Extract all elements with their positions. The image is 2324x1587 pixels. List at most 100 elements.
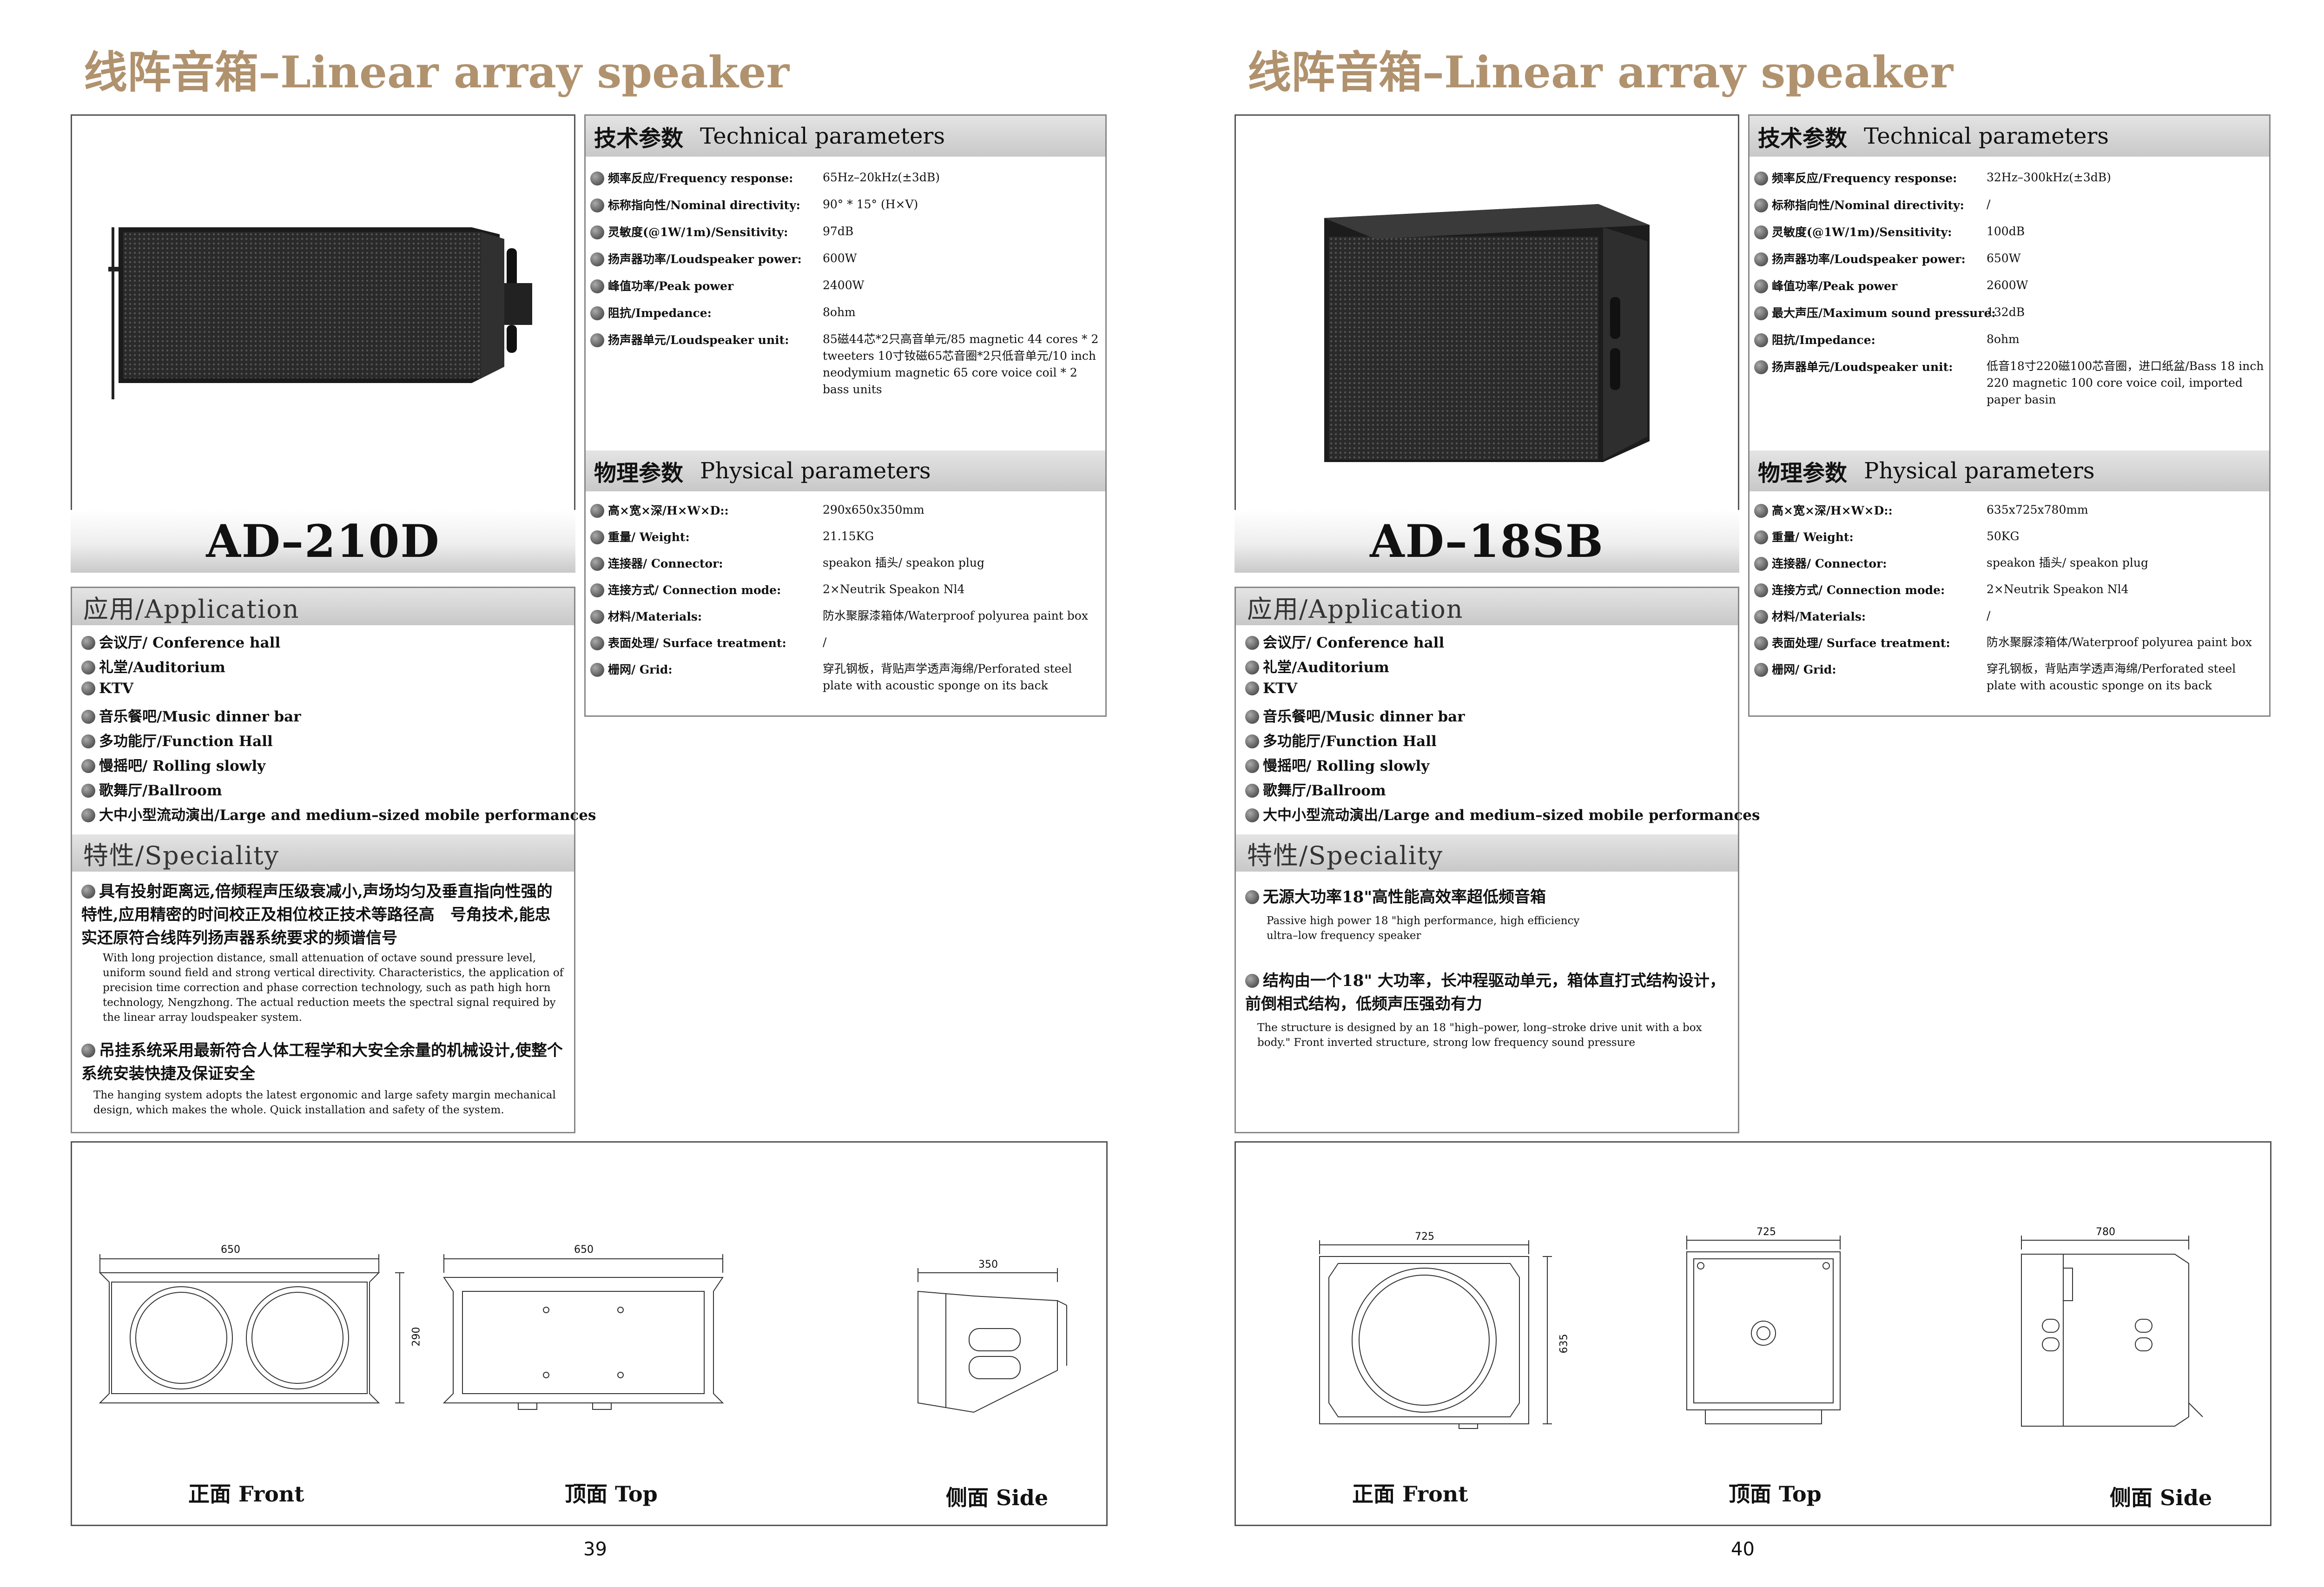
bullet-icon bbox=[1245, 681, 1259, 695]
bullet-icon bbox=[1245, 709, 1259, 724]
model-banner: AD–18SB bbox=[1235, 510, 1739, 573]
bullet-icon bbox=[590, 306, 604, 320]
parameters-panel: 技术参数 Technical parameters 频率反应/Frequency… bbox=[584, 114, 1107, 717]
list-item: 大中小型流动演出/Large and medium–sized mobile p… bbox=[81, 803, 596, 824]
speciality-item-cn: 无源大功率18"高性能高效率超低频音箱 bbox=[1245, 886, 1729, 909]
bullet-icon bbox=[81, 681, 95, 695]
bullet-icon bbox=[1754, 360, 1768, 374]
speciality-item-cn: 吊挂系统采用最新符合人体工程学和大安全余量的机械设计,使整个系统安装快捷及保证安… bbox=[81, 1041, 563, 1083]
front-height-dimension: 290 bbox=[410, 1327, 423, 1347]
bullet-icon bbox=[590, 609, 604, 624]
technical-drawing bbox=[99, 1254, 1067, 1413]
list-item: KTV bbox=[1245, 680, 1297, 697]
list-item: 会议厅/ Conference hall bbox=[81, 631, 280, 652]
bullet-icon bbox=[590, 583, 604, 597]
bullet-icon bbox=[81, 1044, 95, 1058]
front-view-label: 正面 Front bbox=[1352, 1481, 1468, 1507]
front-view-label: 正面 Front bbox=[188, 1481, 304, 1507]
bullet-icon bbox=[81, 635, 95, 650]
speciality-header: 特性/Speciality bbox=[72, 834, 574, 872]
application-header: 应用/Application bbox=[72, 588, 574, 625]
speciality-item-en: The structure is designed by an 18 "high… bbox=[1257, 1022, 1702, 1049]
technical-parameters-header: 技术参数 Technical parameters bbox=[586, 116, 1105, 157]
bullet-icon bbox=[81, 885, 95, 899]
application-panel: 应用/Application 会议厅/ Conference hall 礼堂/A… bbox=[1235, 587, 1760, 1133]
bullet-icon bbox=[1754, 609, 1768, 624]
bullet-icon bbox=[590, 333, 604, 347]
line-array-speaker-image bbox=[108, 227, 532, 399]
page-number: 39 bbox=[583, 1539, 607, 1560]
model-banner: AD–210D bbox=[71, 510, 575, 573]
speciality-item-cn: 具有投射距离远,倍频程声压级衰减小,声场均匀及垂直指向性强的特性,应用精密的时间… bbox=[81, 882, 553, 947]
bullet-icon bbox=[1754, 583, 1768, 597]
list-item: 大中小型流动演出/Large and medium–sized mobile p… bbox=[1245, 803, 1760, 824]
dimension-drawings: 725 635 725 780 正面 Front 顶面 Top 侧面 Side bbox=[1235, 1141, 2271, 1526]
product-photo bbox=[71, 114, 575, 512]
bullet-icon bbox=[81, 660, 95, 674]
bullet-icon bbox=[1245, 759, 1259, 773]
bullet-icon bbox=[1245, 890, 1259, 904]
side-width-dimension: 780 bbox=[2096, 1226, 2115, 1238]
bullet-icon bbox=[1754, 503, 1768, 518]
top-width-dimension: 650 bbox=[574, 1244, 594, 1256]
bullet-icon bbox=[1754, 636, 1768, 650]
bullet-icon bbox=[1245, 635, 1259, 650]
list-item: 礼堂/Auditorium bbox=[1245, 655, 1389, 676]
bullet-icon bbox=[1754, 252, 1768, 266]
page-left: 线阵音箱–Linear array speaker AD–210D 技术参数 T… bbox=[71, 47, 1108, 1560]
subwoofer-image bbox=[1324, 204, 1650, 462]
bullet-icon bbox=[81, 783, 95, 798]
side-width-dimension: 350 bbox=[978, 1259, 998, 1270]
bullet-icon bbox=[1754, 198, 1768, 212]
application-panel: 应用/Application 会议厅/ Conference hall 礼堂/A… bbox=[71, 587, 596, 1133]
list-item: 慢摇吧/ Rolling slowly bbox=[1245, 754, 1429, 775]
bullet-icon bbox=[1245, 734, 1259, 748]
list-item: 会议厅/ Conference hall bbox=[1245, 631, 1444, 652]
list-item: 歌舞厅/Ballroom bbox=[1245, 779, 1386, 800]
bullet-icon bbox=[1754, 306, 1768, 320]
bullet-icon bbox=[590, 662, 604, 677]
bullet-icon bbox=[1754, 225, 1768, 239]
model-name: AD–210D bbox=[206, 515, 440, 568]
front-height-dimension: 635 bbox=[1558, 1334, 1570, 1354]
bullet-icon bbox=[1245, 808, 1259, 822]
bullet-icon bbox=[590, 530, 604, 544]
speciality-header: 特性/Speciality bbox=[1236, 834, 1738, 872]
page-header-title: 线阵音箱–Linear array speaker bbox=[84, 47, 790, 98]
list-item: 慢摇吧/ Rolling slowly bbox=[81, 754, 265, 775]
speciality-item-en: Passive high power 18 "high performance,… bbox=[1267, 915, 1580, 942]
bullet-icon bbox=[81, 759, 95, 773]
bullet-icon bbox=[590, 225, 604, 239]
technical-drawing bbox=[1319, 1236, 2203, 1429]
bullet-icon bbox=[1754, 333, 1768, 347]
list-item: 歌舞厅/Ballroom bbox=[81, 779, 222, 800]
speciality-item-cn: 结构由一个18" 大功率，长冲程驱动单元，箱体直打式结构设计，前倒相式结构，低频… bbox=[1245, 972, 1725, 1013]
bullet-icon bbox=[590, 198, 604, 212]
bullet-icon bbox=[81, 709, 95, 724]
product-photo bbox=[1235, 114, 1739, 512]
bullet-icon bbox=[590, 556, 604, 571]
bullet-icon bbox=[1754, 279, 1768, 293]
dimension-drawings: 650 290 650 350 正面 Front 顶面 Top 侧面 Side bbox=[71, 1141, 1108, 1526]
side-view-label: 侧面 Side bbox=[946, 1485, 1049, 1510]
front-width-dimension: 725 bbox=[1415, 1231, 1434, 1243]
bullet-icon bbox=[1245, 660, 1259, 674]
page-right: 线阵音箱–Linear array speaker AD–18SB 技术参数 T… bbox=[1164, 0, 2324, 1587]
list-item: 多功能厅/Function Hall bbox=[1245, 729, 1437, 750]
side-view-label: 侧面 Side bbox=[2110, 1485, 2212, 1510]
list-item: 礼堂/Auditorium bbox=[81, 655, 225, 676]
bullet-icon bbox=[590, 503, 604, 518]
top-width-dimension: 725 bbox=[1756, 1226, 1776, 1238]
bullet-icon bbox=[81, 808, 95, 822]
bullet-icon bbox=[1754, 556, 1768, 571]
parameters-panel: 技术参数 Technical parameters 频率反应/Frequency… bbox=[1748, 114, 2271, 717]
top-view-label: 顶面 Top bbox=[1729, 1481, 1822, 1507]
physical-parameters-header: 物理参数 Physical parameters bbox=[1750, 450, 2269, 491]
bullet-icon bbox=[81, 734, 95, 748]
model-name: AD–18SB bbox=[1370, 515, 1604, 568]
bullet-icon bbox=[590, 171, 604, 185]
application-header: 应用/Application bbox=[1236, 588, 1738, 625]
page-number: 40 bbox=[1731, 1539, 1755, 1560]
bullet-icon bbox=[1754, 530, 1768, 544]
speciality-item-en: The hanging system adopts the latest erg… bbox=[93, 1089, 556, 1116]
